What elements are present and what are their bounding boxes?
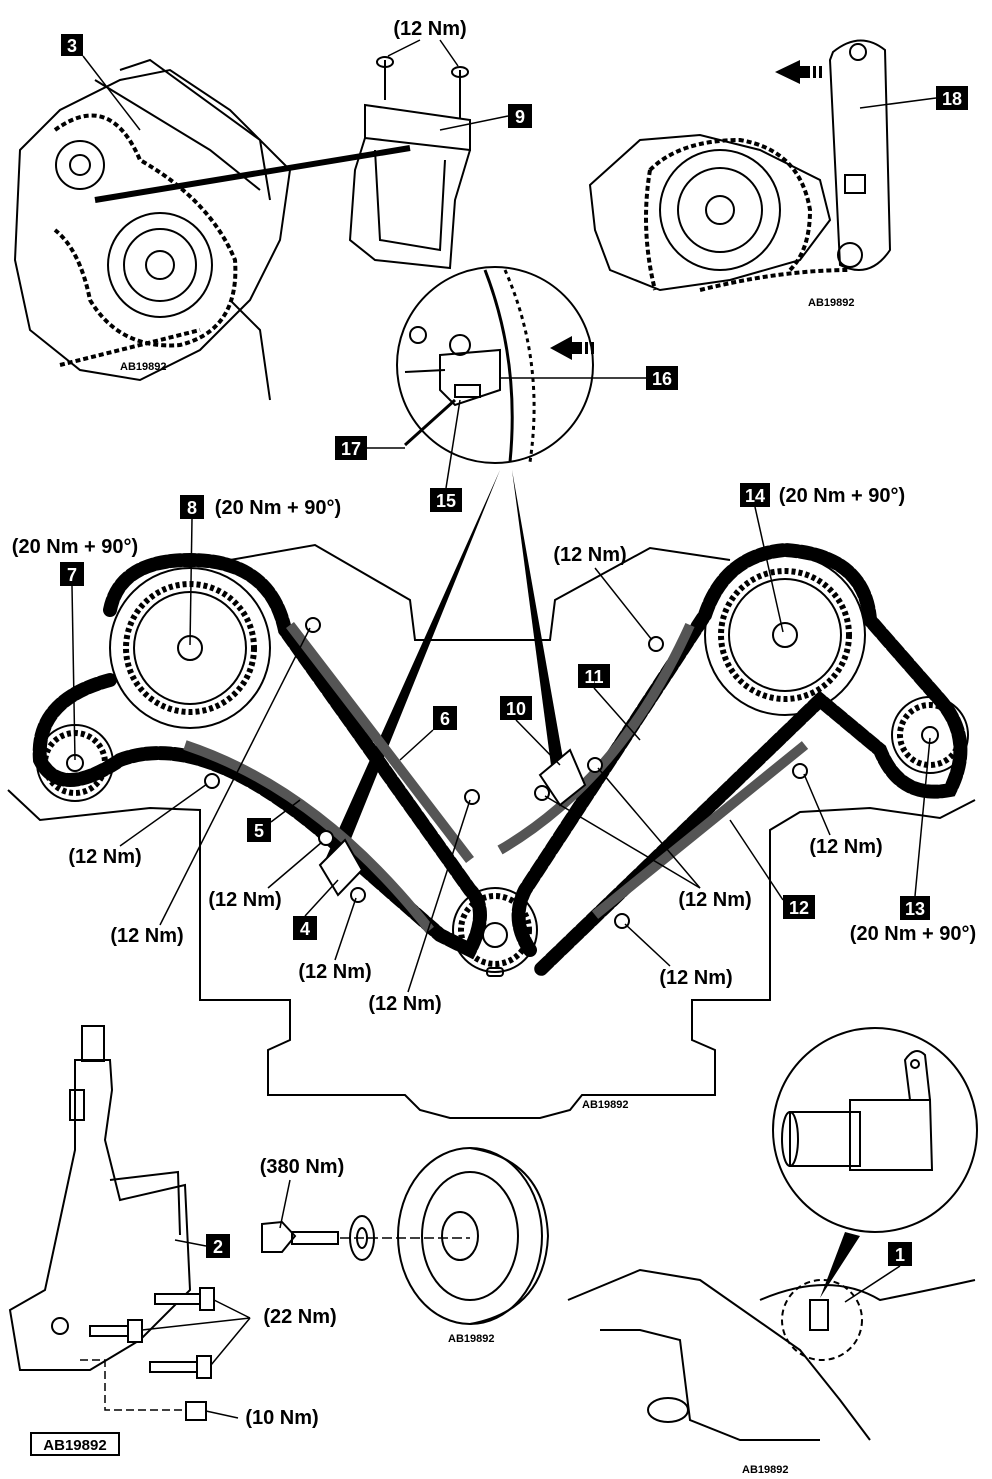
detail-pointer (512, 470, 565, 773)
callout-9: 9 (439, 104, 532, 131)
dashed-guideline (80, 1359, 186, 1411)
callout-10-label: 10 (506, 699, 526, 719)
torque-label-7: (20 Nm + 90°) (12, 536, 138, 558)
torque-label-tensioner-4-upper: (12 Nm) (208, 889, 281, 911)
callout-7: 7 (60, 562, 84, 761)
callout-5: 5 (247, 799, 301, 842)
engine-lower-drawing (567, 1268, 976, 1441)
callout-3: 3 (61, 34, 141, 131)
callout-1: 1 (844, 1242, 912, 1303)
callout-12-label: 12 (789, 898, 809, 918)
callout-4-label: 4 (300, 919, 310, 939)
callout-17: 17 (335, 436, 405, 460)
callout-10: 10 (500, 696, 561, 766)
ref-code-bottom-right: AB19892 (742, 1464, 788, 1476)
front-cover-drawing (8, 1025, 192, 1371)
callout-6-label: 6 (440, 709, 450, 729)
callout-11-label: 11 (584, 667, 603, 687)
callout-15-label: 15 (436, 491, 456, 511)
engine-block-outline (7, 543, 976, 1119)
callout-15: 15 (430, 399, 462, 512)
callout-8: 8 (180, 495, 204, 646)
torque-label-10: (10 Nm) (245, 1407, 318, 1429)
callout-18: 18 (859, 86, 968, 110)
callout-13: 13 (900, 737, 931, 920)
torque-label-guide-12-top: (12 Nm) (809, 836, 882, 858)
direction-arrow-icon (550, 336, 594, 360)
detail-pointer (325, 470, 500, 866)
callout-9-label: 9 (515, 107, 525, 127)
callout-2-label: 2 (213, 1237, 223, 1257)
callout-2: 2 (174, 1234, 230, 1258)
callout-18-label: 18 (942, 89, 962, 109)
left-camshaft-sprocket (109, 567, 271, 729)
callout-7-label: 7 (67, 565, 77, 585)
circle-detail-drawing (396, 266, 594, 464)
callout-8-label: 8 (187, 498, 197, 518)
guide-bolts (204, 617, 808, 929)
torque-label-22: (22 Nm) (263, 1306, 336, 1328)
callout-6: 6 (399, 706, 457, 761)
ref-code-main: AB19892 (582, 1099, 628, 1111)
timing-chains (32, 542, 968, 977)
torque-label-380: (380 Nm) (260, 1156, 344, 1178)
chain-guides (183, 621, 809, 934)
callout-11: 11 (578, 664, 641, 741)
callout-3-label: 3 (67, 36, 77, 56)
detail-pointer (820, 1232, 860, 1298)
torque-label-left-guide-top: (12 Nm) (110, 925, 183, 947)
callout-5-label: 5 (254, 821, 264, 841)
torque-label-tensioner-4-lower: (12 Nm) (298, 961, 371, 983)
boxed-ref-code-text: AB19892 (43, 1437, 106, 1454)
right-tensioner (538, 748, 587, 807)
left-tensioner (318, 838, 364, 897)
direction-arrow-icon (775, 60, 822, 84)
cover-bolts (89, 1287, 215, 1421)
callout-16: 16 (500, 366, 678, 390)
top-left-detail-drawing (13, 58, 411, 401)
torque-label-14: (20 Nm + 90°) (779, 485, 905, 507)
torque-label-13: (20 Nm + 90°) (850, 923, 976, 945)
callout-4: 4 (293, 879, 339, 940)
top-right-detail-drawing (588, 39, 892, 292)
torque-label-9-bolts: (12 Nm) (393, 18, 466, 40)
callout-13-label: 13 (905, 899, 925, 919)
crankshaft-sprocket (452, 887, 538, 977)
ref-code-top-right: AB19892 (808, 297, 854, 309)
ref-code-top-left: AB19892 (120, 361, 166, 373)
crankshaft-pulley-drawing (261, 1147, 550, 1325)
torque-label-tensioner-10: (12 Nm) (678, 889, 751, 911)
callout-14-label: 14 (745, 486, 765, 506)
ref-code-pulley: AB19892 (448, 1333, 494, 1345)
callout-12: 12 (729, 819, 815, 919)
torque-label-8: (20 Nm + 90°) (215, 497, 341, 519)
callout-17-label: 17 (341, 439, 361, 459)
boxed-ref-code: AB19892 (30, 1432, 120, 1456)
tensioner-drawing (348, 56, 471, 270)
torque-label-guide-12-bottom: (12 Nm) (659, 967, 732, 989)
callout-16-label: 16 (652, 369, 672, 389)
callout-1-label: 1 (895, 1245, 905, 1265)
camshaft-sensor-drawing (772, 1027, 978, 1233)
torque-label-guide-6: (12 Nm) (368, 993, 441, 1015)
torque-label-right-top-guide: (12 Nm) (553, 544, 626, 566)
torque-label-left-lower-guide: (12 Nm) (68, 846, 141, 868)
callout-14: 14 (740, 483, 784, 633)
